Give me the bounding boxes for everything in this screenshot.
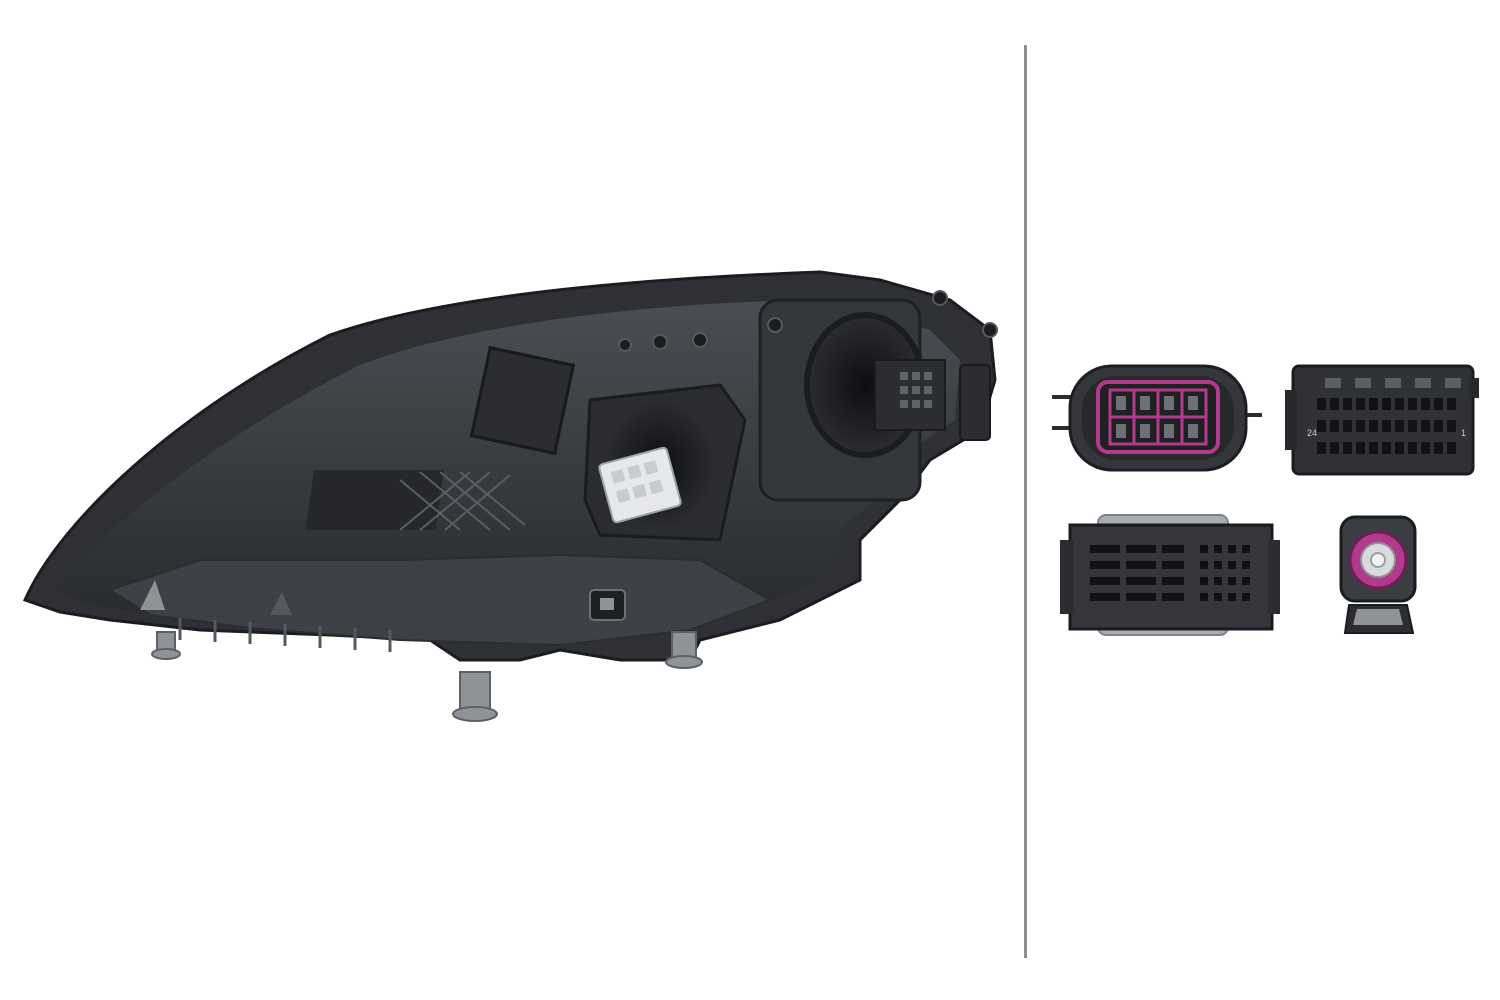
pin-number-left: 24 bbox=[1307, 428, 1317, 438]
headlamp-image-panel bbox=[22, 270, 998, 722]
white-connector bbox=[598, 446, 682, 524]
connector-module-latch bbox=[1060, 514, 1280, 636]
connector-coax-pink bbox=[1339, 515, 1417, 634]
housing-ribs bbox=[178, 618, 392, 652]
connector-images-panel: 24 1 bbox=[1032, 0, 1500, 1000]
control-module bbox=[469, 345, 576, 456]
housing-bolts bbox=[618, 290, 998, 352]
housing-lower-flange bbox=[107, 553, 773, 647]
headlamp-rear-view bbox=[22, 270, 998, 722]
housing-body bbox=[55, 300, 960, 640]
high-beam-socket bbox=[758, 298, 991, 502]
connector-views: 24 1 bbox=[1052, 364, 1479, 636]
pin-number-right: 1 bbox=[1461, 428, 1466, 438]
triangle-mark-left bbox=[140, 580, 165, 610]
vent-grille bbox=[305, 470, 526, 531]
divider-line bbox=[1024, 45, 1027, 958]
connector-oval-pink bbox=[1052, 364, 1262, 472]
triangle-mark-right bbox=[270, 592, 292, 615]
low-beam-socket bbox=[583, 383, 747, 542]
connector-rect-black: 24 1 bbox=[1285, 364, 1479, 476]
mounting-pins bbox=[151, 631, 703, 722]
